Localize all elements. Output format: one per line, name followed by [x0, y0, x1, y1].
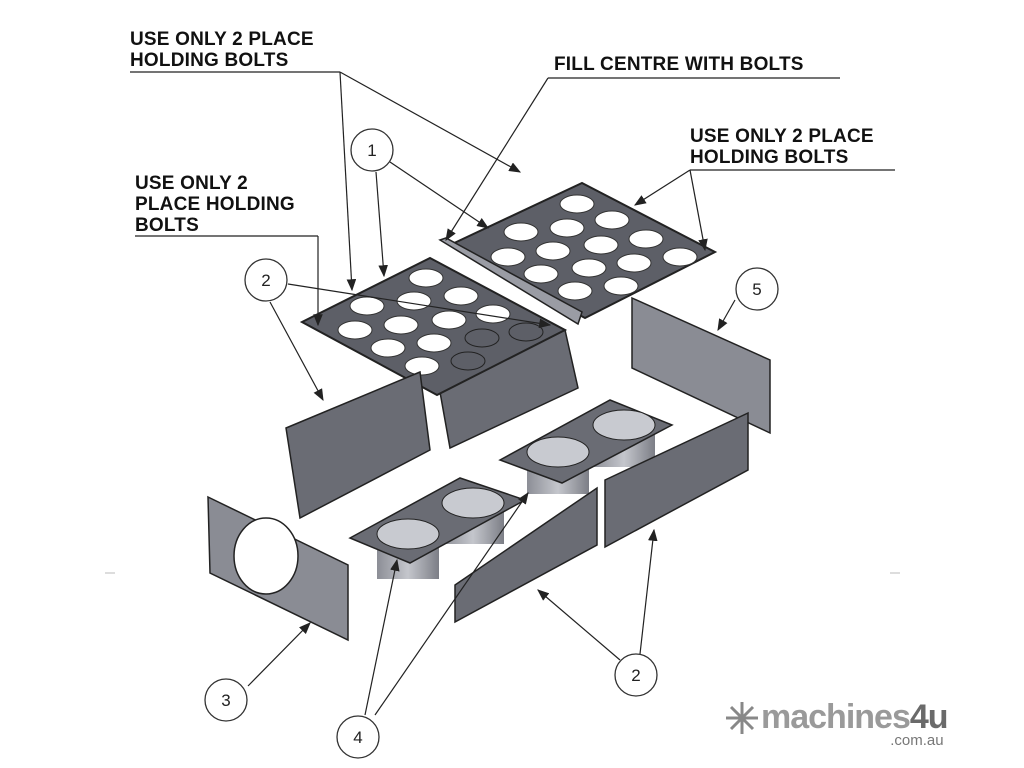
- top-plate-right: [447, 181, 718, 320]
- balloon-4: 4: [353, 728, 362, 747]
- note-top-right: USE ONLY 2 PLACE HOLDING BOLTS: [690, 126, 874, 168]
- side-panel-2-left: [285, 370, 431, 520]
- note-line: USE ONLY 2: [135, 173, 248, 194]
- note-line: PLACE HOLDING: [135, 194, 295, 215]
- note-top-left: USE ONLY 2 PLACE HOLDING BOLTS: [130, 29, 314, 71]
- note-line: BOLTS: [135, 215, 199, 236]
- note-line: HOLDING BOLTS: [130, 50, 289, 71]
- logo-snowflake-icon: [726, 702, 758, 734]
- note-left: USE ONLY 2 PLACE HOLDING BOLTS: [135, 173, 295, 236]
- note-line: USE ONLY 2 PLACE: [130, 29, 314, 50]
- logo-domain: .com.au: [890, 732, 944, 749]
- note-fill-centre: FILL CENTRE WITH BOLTS: [554, 54, 804, 75]
- side-panel-2-lower-right: [604, 411, 749, 549]
- watermark-logo: machines4u .com.au: [725, 698, 949, 749]
- note-line: HOLDING BOLTS: [690, 147, 849, 168]
- balloon-2: 2: [261, 271, 270, 290]
- balloon-2-lower: 2: [631, 666, 640, 685]
- balloon-1: 1: [367, 141, 376, 160]
- note-line: USE ONLY 2 PLACE: [690, 126, 874, 147]
- top-plate-left: [299, 256, 568, 397]
- centre-bolt-strip: [438, 237, 583, 326]
- outlet-plate-4-right: [498, 399, 674, 494]
- balloon-3: 3: [221, 691, 230, 710]
- side-panel-2-lower-left: [454, 486, 598, 624]
- logo-name: machines: [761, 698, 911, 736]
- outlet-plate-4-left: [348, 477, 527, 579]
- end-panel-3: [207, 495, 349, 642]
- side-panel-5: [631, 296, 771, 435]
- balloon-5: 5: [752, 280, 761, 299]
- balloons: [204, 128, 779, 759]
- logo-accent: 4u: [909, 698, 949, 736]
